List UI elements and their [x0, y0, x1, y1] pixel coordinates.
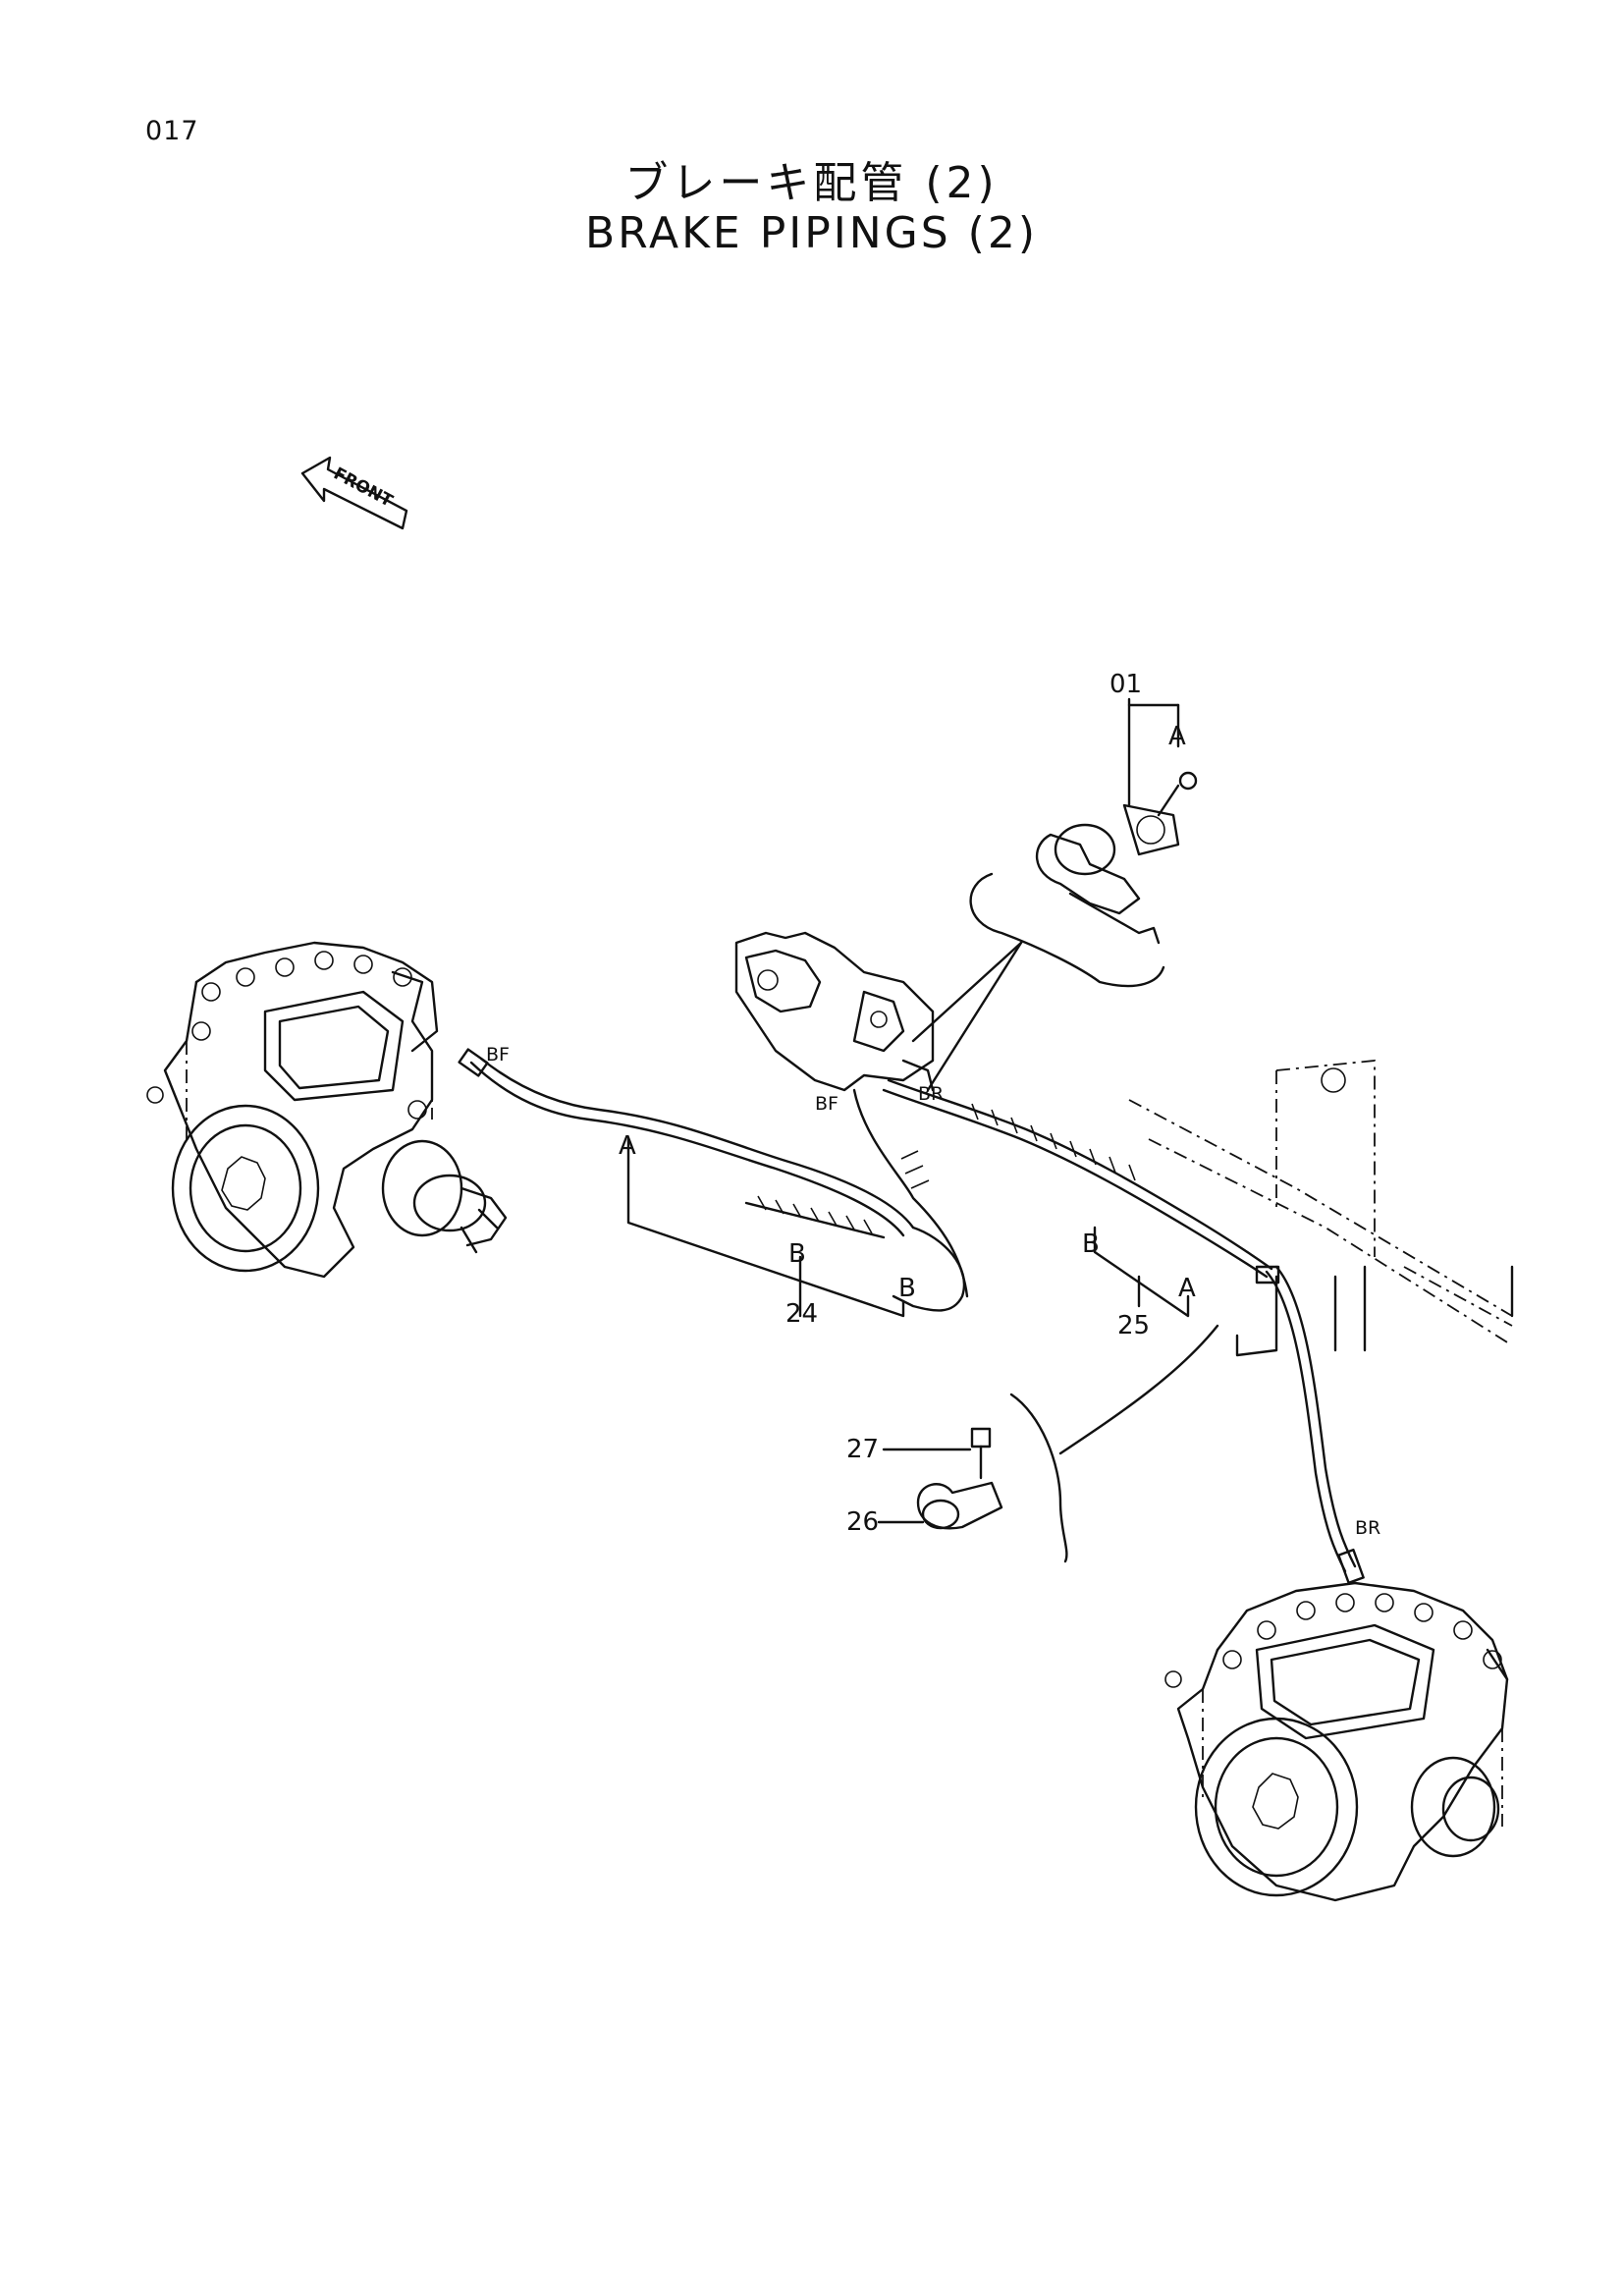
- label-br-right: BR: [1355, 1517, 1380, 1539]
- title-english: BRAKE PIPINGS (2): [585, 208, 1038, 258]
- label-b-24: B: [788, 1239, 806, 1269]
- part-01-label: 01: [1109, 670, 1142, 699]
- pressure-switch-detail: [911, 771, 1198, 1092]
- part-27-label: 27: [846, 1435, 879, 1464]
- page-code: 017: [145, 116, 199, 146]
- front-label: FRONT: [330, 464, 396, 511]
- frame-outline: [1128, 1060, 1514, 1357]
- label-a-01: A: [1168, 722, 1186, 751]
- label-bf-valve: BF: [815, 1093, 839, 1115]
- brake-hose-24: BF BF A B B 24: [458, 1044, 969, 1329]
- clamp-detail: 27 26: [846, 1324, 1219, 1563]
- front-axle-housing: [146, 941, 508, 1279]
- front-arrow-icon: FRONT: [300, 456, 408, 530]
- label-br-valve: BR: [918, 1083, 944, 1105]
- brake-hose-25: BR BR B A 25: [882, 1078, 1380, 1585]
- part-26-label: 26: [846, 1507, 879, 1537]
- label-b-25: B: [1082, 1230, 1100, 1259]
- label-b-24-end: B: [898, 1274, 916, 1303]
- part-24-label: 24: [785, 1299, 818, 1329]
- callout-01: 01 A: [1109, 670, 1186, 807]
- label-a-24: A: [619, 1131, 636, 1161]
- title-japanese: ブレーキ配管 (2): [624, 158, 999, 208]
- part-25-label: 25: [1117, 1311, 1150, 1340]
- rear-axle-housing: [1164, 1581, 1509, 1902]
- label-bf-left: BF: [486, 1044, 510, 1066]
- label-a-25: A: [1178, 1274, 1196, 1303]
- brake-valve: [734, 931, 935, 1092]
